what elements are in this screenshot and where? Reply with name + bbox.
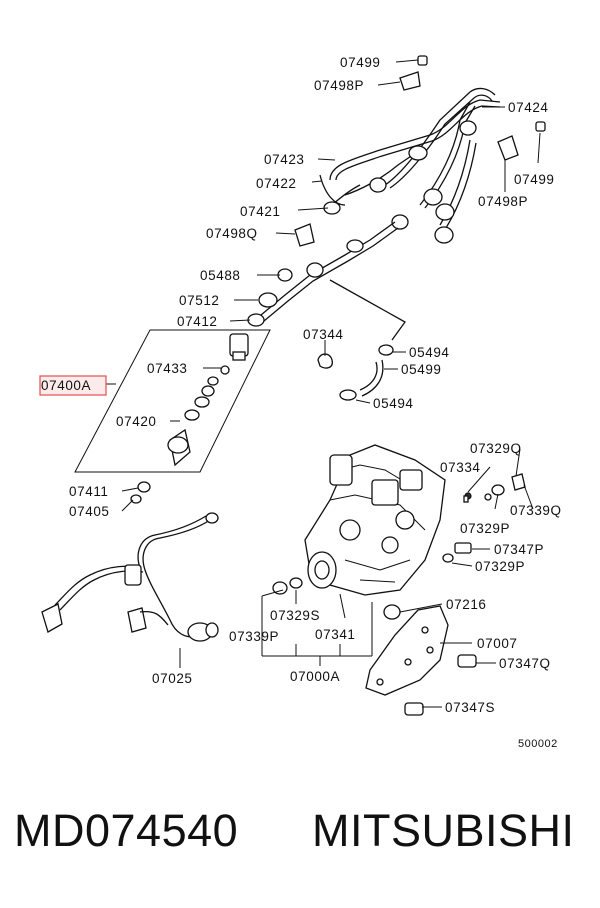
nozzle-holder-group bbox=[74, 329, 271, 504]
label-05494-top: 05494 bbox=[409, 345, 450, 360]
label-07433: 07433 bbox=[147, 361, 188, 376]
label-07424: 07424 bbox=[508, 100, 549, 115]
label-07329s: 07329S bbox=[270, 608, 320, 623]
pump-bracket bbox=[365, 605, 477, 716]
leader-lines bbox=[106, 59, 541, 708]
label-07512: 07512 bbox=[179, 293, 220, 308]
label-07499-top: 07499 bbox=[340, 55, 381, 70]
label-07423: 07423 bbox=[264, 152, 305, 167]
label-07421: 07421 bbox=[240, 204, 281, 219]
label-07329p-top: 07329P bbox=[460, 521, 510, 536]
label-07334: 07334 bbox=[440, 460, 481, 475]
label-07347q: 07347Q bbox=[499, 656, 551, 671]
label-05488: 05488 bbox=[200, 268, 241, 283]
label-07412: 07412 bbox=[177, 314, 218, 329]
label-07400a: 07400A bbox=[41, 378, 91, 393]
label-07339p: 07339P bbox=[229, 629, 279, 644]
label-07007: 07007 bbox=[477, 636, 518, 651]
label-07498p-top: 07498P bbox=[314, 78, 364, 93]
footer: MD074540 MITSUBISHI bbox=[0, 805, 600, 875]
label-07216: 07216 bbox=[446, 597, 487, 612]
label-07025: 07025 bbox=[152, 671, 193, 686]
label-07420: 07420 bbox=[116, 414, 157, 429]
label-07000a: 07000A bbox=[290, 669, 340, 684]
injection-pump bbox=[272, 444, 526, 620]
label-07329p-bottom: 07329P bbox=[475, 559, 525, 574]
label-05499: 05499 bbox=[401, 362, 442, 377]
injection-pipes bbox=[247, 55, 546, 327]
wiring-harness bbox=[41, 512, 219, 642]
parts-diagram: 07499 07498P 07424 07423 07422 07499 074… bbox=[39, 55, 562, 750]
brand-name: MITSUBISHI bbox=[312, 805, 575, 856]
label-07405: 07405 bbox=[69, 504, 110, 519]
label-07347s: 07347S bbox=[445, 700, 495, 715]
label-07329q: 07329Q bbox=[470, 441, 522, 456]
label-07344: 07344 bbox=[303, 327, 344, 342]
label-07347p: 07347P bbox=[494, 542, 544, 557]
diagram-code: 500002 bbox=[518, 738, 558, 750]
highlight-07400a bbox=[39, 375, 107, 396]
label-07339q: 07339Q bbox=[510, 503, 562, 518]
label-07341: 07341 bbox=[315, 627, 356, 642]
label-07422: 07422 bbox=[256, 176, 297, 191]
part-number: MD074540 bbox=[14, 805, 239, 856]
label-07499-right: 07499 bbox=[514, 172, 555, 187]
label-07498p-right: 07498P bbox=[478, 194, 528, 209]
callout-labels: 07499 07498P 07424 07423 07422 07499 074… bbox=[41, 55, 562, 750]
return-hose bbox=[317, 279, 406, 401]
label-07498q: 07498Q bbox=[206, 226, 258, 241]
label-05494-bottom: 05494 bbox=[373, 396, 414, 411]
label-07411: 07411 bbox=[69, 484, 109, 499]
